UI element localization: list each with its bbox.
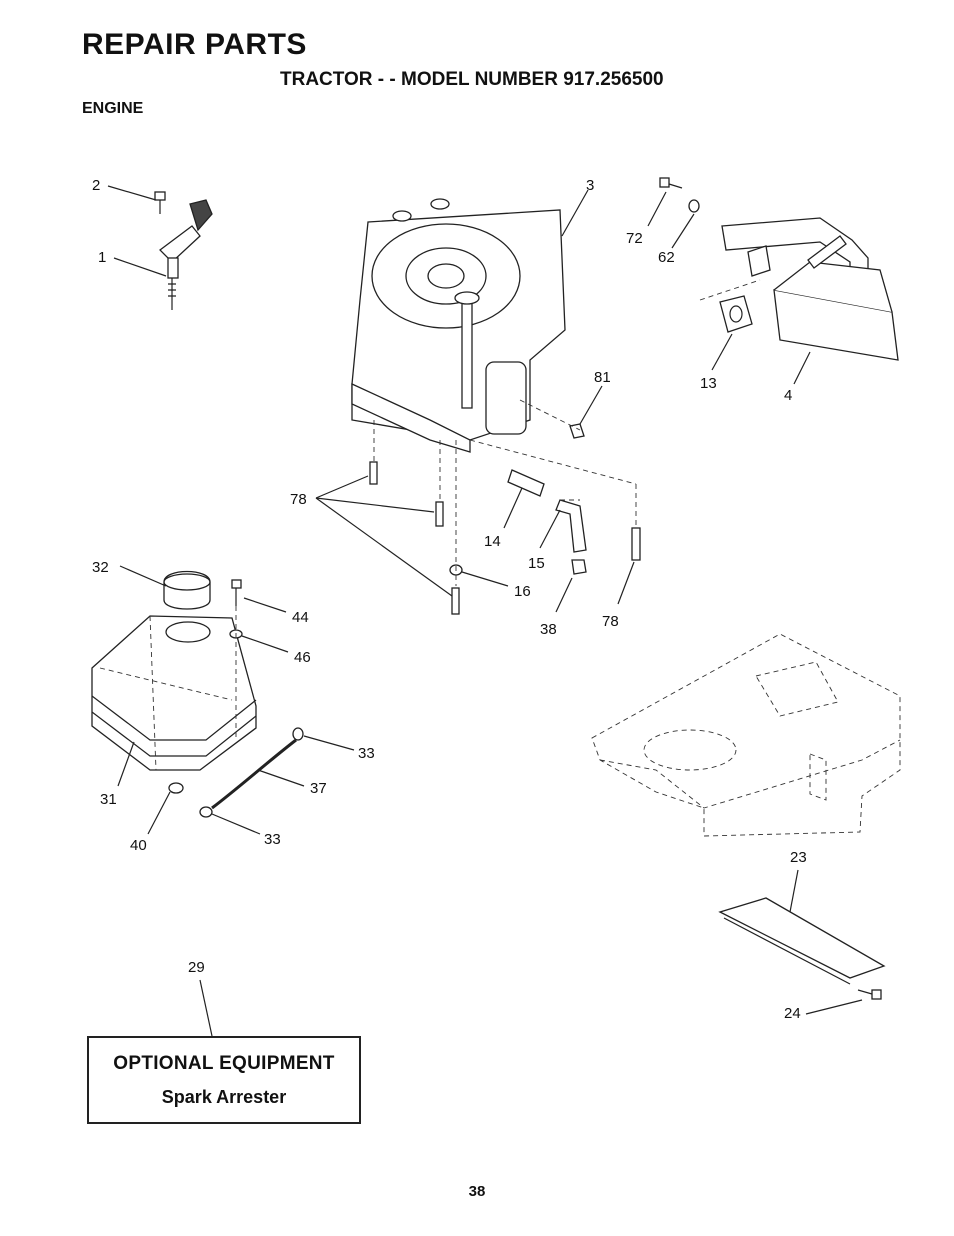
callout-32: 32	[92, 559, 109, 576]
fuel-tank-part	[91, 615, 257, 771]
callout-31: 31	[100, 791, 117, 808]
drain-nipple-part	[507, 469, 545, 497]
hose-clamp-33-upper-part	[292, 727, 304, 741]
optional-equipment-box: OPTIONAL EQUIPMENT Spark Arrester	[87, 1036, 361, 1124]
callout-15: 15	[528, 555, 545, 572]
callout-16: 16	[514, 583, 531, 600]
callout-46: 46	[294, 649, 311, 666]
drain-elbow-part	[555, 499, 587, 553]
callout-1: 1	[98, 249, 106, 266]
page-number: 38	[468, 1183, 486, 1200]
callout-40: 40	[130, 837, 147, 854]
callout-13: 13	[700, 375, 717, 392]
callout-23: 23	[790, 849, 807, 866]
callout-38: 38	[540, 621, 557, 638]
lock-washer-part	[688, 199, 700, 213]
chassis-frame	[591, 633, 901, 837]
callout-81: 81	[594, 369, 611, 386]
callout-33-upper: 33	[358, 745, 375, 762]
throttle-control-part	[159, 199, 213, 310]
callout-78-left: 78	[290, 491, 307, 508]
section-heading: ENGINE	[82, 100, 144, 117]
callout-29: 29	[188, 959, 205, 976]
alignment-lines	[373, 399, 637, 586]
screw-44-part	[231, 579, 242, 606]
fuel-cap-part	[163, 570, 211, 610]
callout-2: 2	[92, 177, 100, 194]
callout-44: 44	[292, 609, 309, 626]
callout-78-right: 78	[602, 613, 619, 630]
model-subtitle: TRACTOR - - MODEL NUMBER 917.256500	[280, 69, 664, 90]
throttle-screw-part	[154, 191, 166, 214]
leader-lines	[107, 185, 863, 1037]
callout-33-lower: 33	[264, 831, 281, 848]
heat-shield-part	[718, 897, 886, 985]
optional-equipment-title: OPTIONAL EQUIPMENT	[113, 1053, 335, 1074]
exhaust-bolt-part	[659, 177, 683, 189]
engine-part	[351, 198, 566, 453]
drain-cap-part	[571, 559, 587, 575]
fuel-line-part	[211, 738, 297, 810]
engine-bolts-part	[369, 461, 641, 615]
spark-arrester-label: Spark Arrester	[161, 1087, 287, 1107]
nut-81-part	[569, 423, 585, 439]
callout-24: 24	[784, 1005, 801, 1022]
callout-14: 14	[484, 533, 501, 550]
grommet-40-part	[168, 782, 184, 794]
callout-4: 4	[784, 387, 792, 404]
hose-clamp-33-lower-part	[199, 806, 213, 818]
callout-72: 72	[626, 230, 643, 247]
callout-37: 37	[310, 780, 327, 797]
callout-3: 3	[586, 177, 594, 194]
muffler-gasket-part	[699, 279, 761, 333]
callout-62: 62	[658, 249, 675, 266]
shield-screw-part	[857, 989, 882, 1000]
page-title: REPAIR PARTS	[82, 28, 307, 61]
muffler-part	[721, 217, 899, 361]
